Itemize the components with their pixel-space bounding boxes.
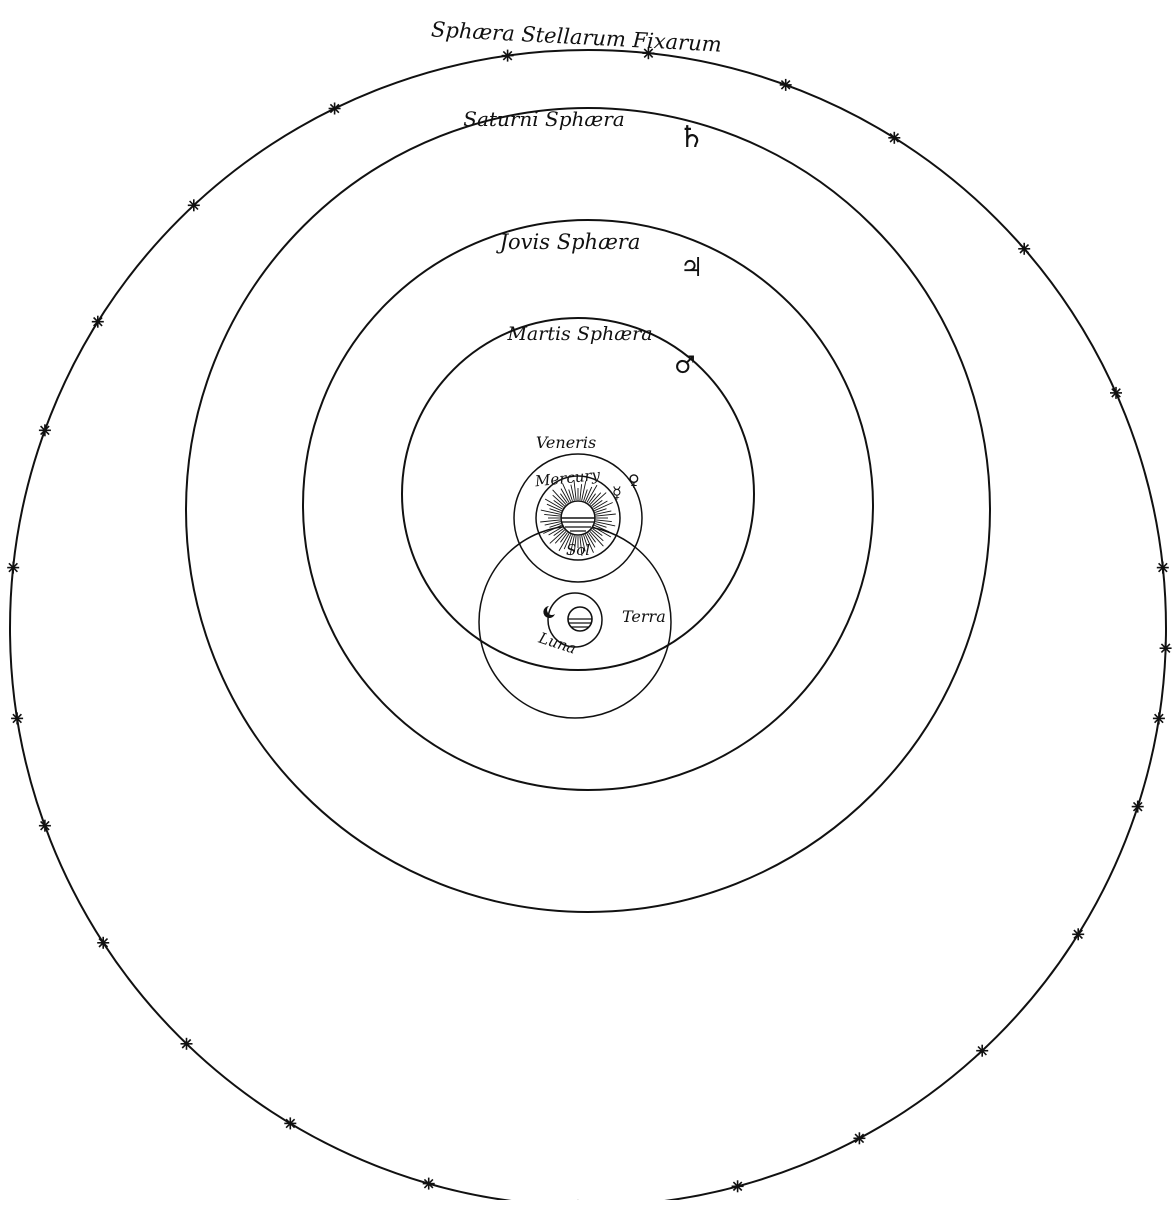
fixed-star-icon bbox=[188, 199, 200, 211]
fixed-star-icon bbox=[732, 1180, 744, 1192]
fixed-star-icon bbox=[92, 316, 104, 328]
sun-label: Sol bbox=[566, 541, 590, 559]
fixed-star-icon bbox=[1132, 801, 1144, 813]
mercury-symbol: ☿ bbox=[612, 483, 622, 502]
fixed-star-icon bbox=[11, 712, 23, 724]
earth bbox=[568, 607, 592, 631]
fixed-star-icon bbox=[1110, 387, 1122, 399]
sun-ray bbox=[596, 522, 616, 526]
fixed-star-icon bbox=[97, 937, 109, 949]
sun-ray bbox=[540, 520, 560, 522]
mars-label: Martis Sphæra bbox=[506, 323, 652, 345]
sun: Sol bbox=[540, 480, 616, 559]
fixed-star-icon bbox=[7, 562, 19, 574]
fixed-star-icon bbox=[1153, 712, 1165, 724]
mars-symbol: ♂ bbox=[674, 351, 696, 379]
jupiter-symbol: ♃ bbox=[680, 253, 703, 283]
fixed-star-icon bbox=[39, 424, 51, 436]
fixed-star-icon bbox=[976, 1045, 988, 1057]
saturn-symbol: ♄ bbox=[678, 120, 705, 155]
fixed-star-icon bbox=[853, 1132, 865, 1144]
mercury-label: Mercury bbox=[533, 466, 601, 491]
sun-ray bbox=[596, 514, 616, 516]
moon-label: Luna bbox=[536, 628, 579, 657]
saturn-label: Saturni Sphæra bbox=[463, 107, 624, 131]
fixed-star-icon bbox=[329, 103, 341, 115]
jupiter-label: Jovis Sphæra bbox=[496, 230, 641, 254]
venus-label: Veneris bbox=[536, 433, 596, 452]
sun-ray bbox=[580, 484, 582, 500]
fixed-star-icon bbox=[181, 1038, 193, 1050]
sun-ray bbox=[596, 520, 612, 522]
fixed-star-icon bbox=[39, 820, 51, 832]
fixed-star-icon bbox=[502, 50, 514, 62]
fixed-star-icon bbox=[284, 1117, 296, 1129]
fixed-star-icon bbox=[888, 132, 900, 144]
sun-ray bbox=[541, 510, 561, 514]
fixed-star-icon bbox=[1072, 928, 1084, 940]
fixed-star-icon bbox=[1157, 562, 1169, 574]
fixed-star-icon bbox=[1160, 642, 1172, 654]
fixed-star-icon bbox=[780, 79, 792, 91]
sun-ray bbox=[544, 514, 560, 516]
earth-label: Terra bbox=[622, 607, 666, 626]
venus-symbol: ♀ bbox=[628, 471, 640, 490]
fixed-star-icon bbox=[1018, 243, 1030, 255]
fixed-star-icon bbox=[423, 1178, 435, 1190]
